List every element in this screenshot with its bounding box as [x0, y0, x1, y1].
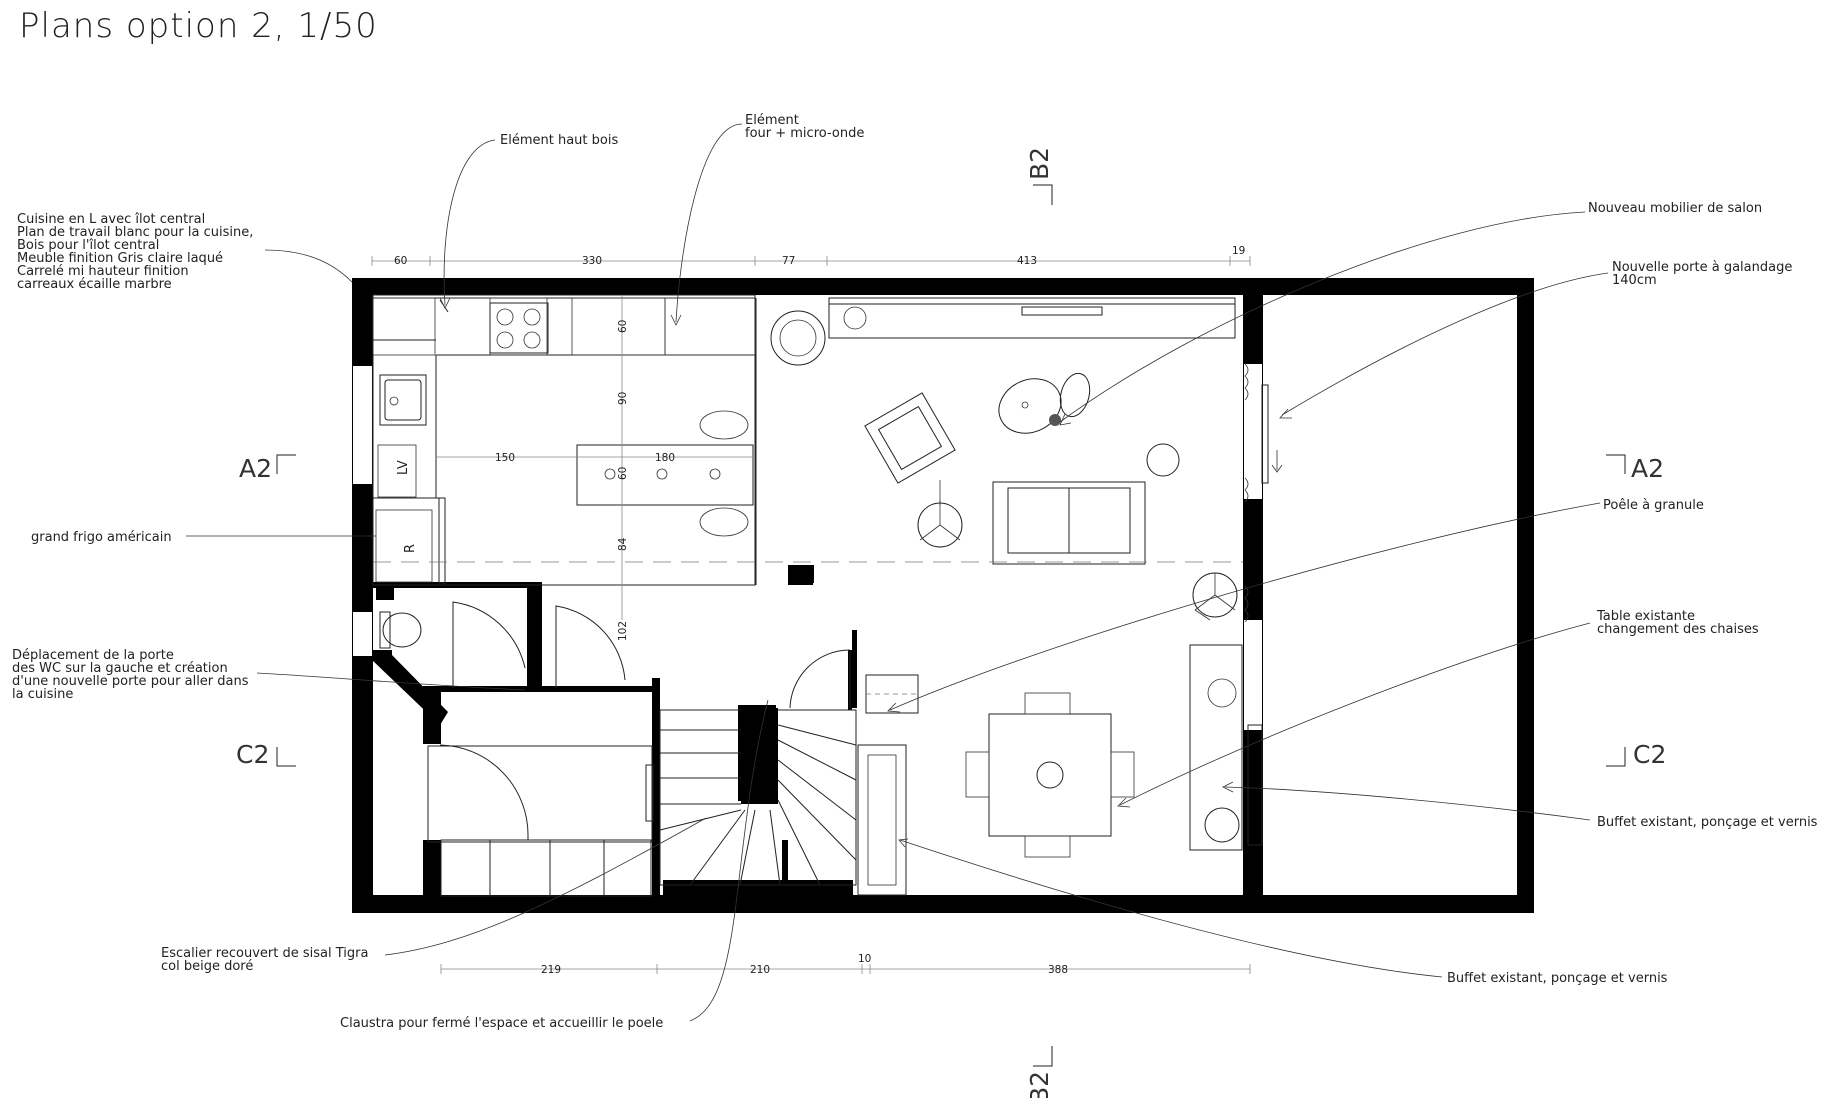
- note-element-haut-bois: Elément haut bois: [500, 133, 618, 148]
- dim-top-4: 413: [1017, 255, 1037, 267]
- note-cuisine-6: carreaux écaille marbre: [17, 277, 172, 292]
- dim-island-2: 180: [655, 452, 675, 464]
- sofa: [992, 481, 1146, 565]
- dim-kitchen-v1: 60: [617, 320, 629, 333]
- hob: [489, 302, 549, 354]
- note-buffet-right: Buffet existant, ponçage et vernis: [1597, 815, 1818, 830]
- sink: [379, 374, 427, 426]
- buffet-bottom: [857, 744, 907, 896]
- kitchen-island: [576, 410, 754, 537]
- note-poele: Poêle à granule: [1603, 498, 1704, 513]
- note-cuisine-5: Carrelé mi hauteur finition: [17, 264, 189, 279]
- section-a2-left: A2: [239, 454, 272, 483]
- dim-kitchen-v5: 102: [617, 621, 629, 641]
- note-wc-4: la cuisine: [12, 687, 73, 702]
- side-chair: [917, 480, 963, 548]
- section-b2-top: B2: [1025, 147, 1054, 180]
- dim-island-1: 150: [495, 452, 515, 464]
- note-cuisine-1: Cuisine en L avec îlot central: [17, 212, 205, 227]
- note-salon: Nouveau mobilier de salon: [1588, 201, 1762, 216]
- buffet-right: [1189, 644, 1243, 851]
- note-frigo: grand frigo américain: [31, 530, 172, 545]
- wc-area: [379, 601, 654, 897]
- dim-kitchen-v2: 90: [617, 392, 629, 405]
- wall-bottom: [352, 895, 1534, 913]
- living-room: [373, 297, 1283, 896]
- pellet-stove: [790, 565, 814, 583]
- section-markers: A2 A2 C2 C2 B2 B2: [236, 147, 1666, 1098]
- dim-top-1: 60: [394, 255, 407, 267]
- section-c2-left: C2: [236, 740, 269, 769]
- note-element-four-1: Elément: [745, 113, 799, 128]
- note-porte-1: Nouvelle porte à galandage: [1612, 260, 1792, 275]
- section-c2-right: C2: [1633, 740, 1666, 769]
- wall-right: [1517, 278, 1534, 913]
- dimension-lines: 60 330 77 413 19 219 210 10 388: [371, 245, 1251, 976]
- armchair: [864, 392, 956, 484]
- leader-lines: [186, 123, 1609, 1022]
- section-b2-bottom: B2: [1025, 1071, 1054, 1098]
- dim-bottom-1: 219: [541, 964, 561, 976]
- dim-top-3: 77: [782, 255, 795, 267]
- dim-kitchen-v3: 60: [617, 467, 629, 480]
- note-element-four-2: four + micro-onde: [745, 126, 864, 141]
- section-a2-right: A2: [1631, 454, 1664, 483]
- dim-top-2: 330: [582, 255, 602, 267]
- note-escalier-2: col beige doré: [161, 959, 253, 974]
- note-escalier-1: Escalier recouvert de sisal Tigra: [161, 946, 368, 961]
- dim-kitchen-v4: 84: [617, 537, 629, 551]
- note-wc-3: d'une nouvelle porte pour aller dans: [12, 674, 249, 689]
- dining-table: [965, 692, 1135, 858]
- fridge-label: R: [403, 544, 418, 553]
- armchair-2: [1192, 572, 1238, 621]
- note-wc-1: Déplacement de la porte: [12, 648, 174, 663]
- note-table-1: Table existante: [1596, 609, 1695, 624]
- staircase: [659, 649, 857, 886]
- note-wc-2: des WC sur la gauche et création: [12, 661, 228, 676]
- dim-bottom-4: 388: [1048, 964, 1068, 976]
- note-cuisine-2: Plan de travail blanc pour la cuisine,: [17, 225, 253, 240]
- note-claustra: Claustra pour fermé l'espace et accueill…: [340, 1016, 663, 1031]
- dishwasher-label: LV: [396, 460, 411, 475]
- dim-top-5: 19: [1232, 245, 1245, 257]
- note-buffet-bottom: Buffet existant, ponçage et vernis: [1447, 971, 1668, 986]
- wall-top: [352, 278, 1534, 295]
- plan-title: Plans option 2, 1/50: [19, 6, 378, 46]
- dim-bottom-2: 210: [750, 964, 770, 976]
- note-table-2: changement des chaises: [1597, 622, 1759, 637]
- note-porte-2: 140cm: [1612, 273, 1657, 288]
- dim-bottom-3: 10: [858, 953, 871, 965]
- note-cuisine-3: Bois pour l'îlot central: [17, 238, 159, 253]
- note-cuisine-4: Meuble finition Gris claire laqué: [17, 251, 223, 266]
- annotations: Elément haut bois Elément four + micro-o…: [12, 113, 1818, 1031]
- kitchen: LV R 60 90 60 84 102 150 180: [372, 294, 757, 641]
- walls: [352, 278, 1534, 913]
